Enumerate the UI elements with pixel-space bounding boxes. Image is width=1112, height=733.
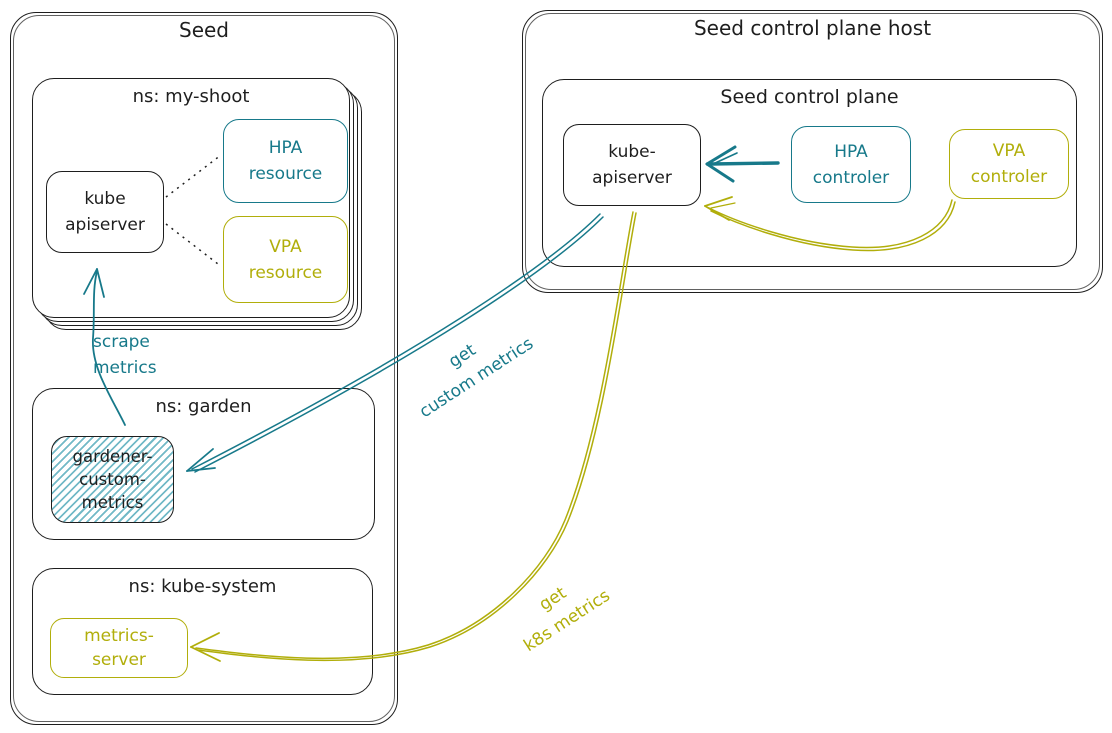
node-label-line: VPA bbox=[269, 236, 302, 257]
scrape-metrics-label: scrape metrics bbox=[93, 329, 157, 381]
get-k8s-metrics-label: get k8s metrics bbox=[479, 545, 642, 676]
node-label-line: HPA bbox=[268, 138, 303, 158]
node-label-line: gardener- bbox=[72, 447, 153, 466]
seed-control-plane-title: Seed control plane bbox=[720, 86, 899, 108]
label-line: scrape bbox=[93, 332, 150, 352]
namespace-kube-system-title: ns: kube-system bbox=[128, 576, 277, 597]
metrics-server-node: metrics- server bbox=[50, 618, 188, 678]
node-label-line: controler bbox=[812, 167, 890, 188]
node-label-line: kube- bbox=[608, 142, 656, 162]
node-label-line: controler bbox=[970, 167, 1048, 187]
node-label-line: kube bbox=[84, 189, 126, 209]
seed-title: Seed bbox=[179, 18, 229, 42]
namespace-my-shoot-box: ns: my-shoot kube apiserver HPA resource… bbox=[32, 78, 350, 318]
node-label-line: resource bbox=[248, 262, 323, 283]
namespace-my-shoot-title: ns: my-shoot bbox=[132, 86, 250, 107]
hpa-controller-node: HPA controler bbox=[791, 126, 911, 203]
namespace-kube-system-box: ns: kube-system metrics- server bbox=[32, 568, 373, 695]
get-custom-metrics-label: get custom metrics bbox=[382, 298, 557, 437]
node-label-line: apiserver bbox=[65, 215, 145, 235]
label-line: metrics bbox=[93, 358, 157, 378]
kube-apiserver-shoot-node: kube apiserver bbox=[46, 171, 164, 253]
seed-control-plane-box: Seed control plane kube- apiserver HPA c… bbox=[542, 79, 1077, 267]
namespace-garden-title: ns: garden bbox=[155, 396, 252, 417]
node-label-line: metrics- bbox=[84, 626, 154, 646]
node-label-line: resource bbox=[248, 164, 323, 184]
vpa-controller-node: VPA controler bbox=[949, 129, 1069, 199]
seed-control-plane-host-title: Seed control plane host bbox=[693, 16, 932, 40]
node-label-line: server bbox=[92, 650, 146, 670]
node-label-line: VPA bbox=[992, 141, 1026, 161]
vpa-resource-node: VPA resource bbox=[223, 216, 348, 303]
hpa-resource-node: HPA resource bbox=[223, 119, 348, 203]
gardener-custom-metrics-node: gardener- custom- metrics bbox=[51, 436, 174, 523]
node-label-line: custom- bbox=[79, 470, 146, 489]
node-label-line: HPA bbox=[834, 141, 868, 162]
namespace-garden-box: ns: garden gardener- custom- metrics bbox=[32, 388, 375, 540]
node-label-line: metrics bbox=[81, 493, 144, 512]
node-label-line: apiserver bbox=[592, 168, 672, 188]
kube-apiserver-cp-node: kube- apiserver bbox=[563, 124, 701, 206]
